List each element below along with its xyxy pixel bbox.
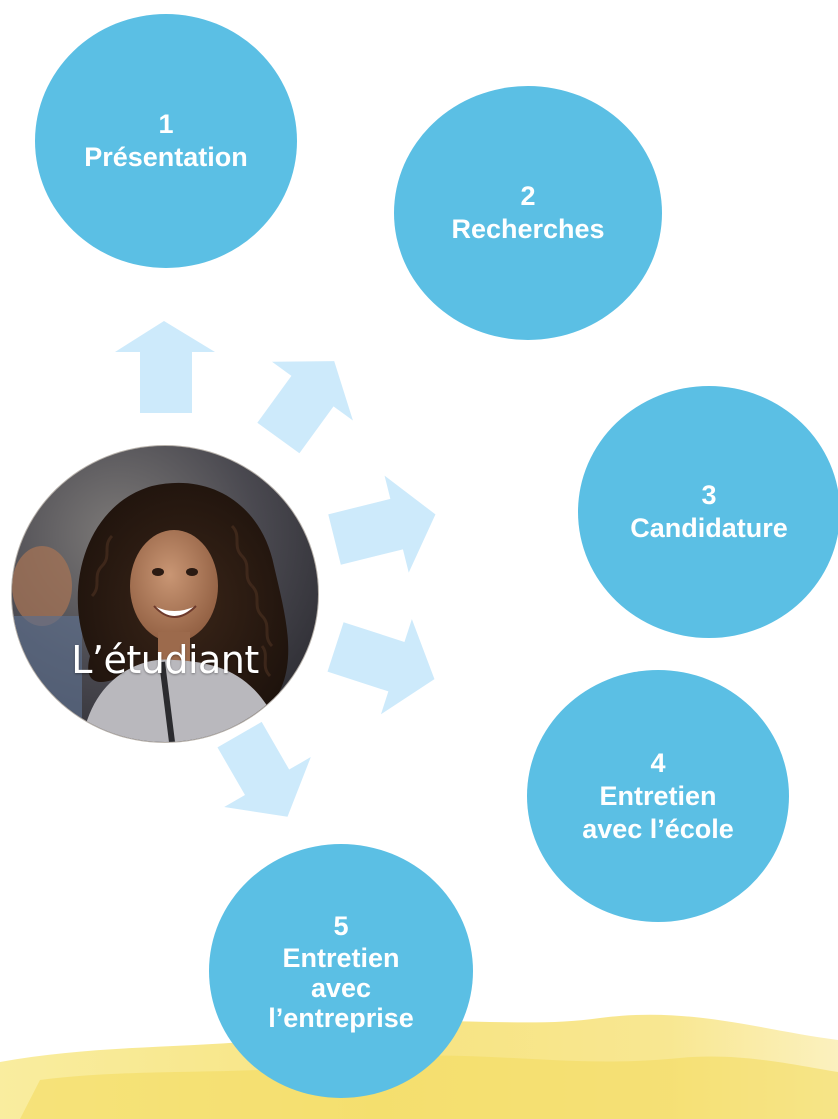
step-2-recherches[interactable]: 2 Recherches	[394, 86, 662, 340]
step-title-line-1: Entretien	[599, 780, 717, 811]
step-title: Recherches	[451, 214, 605, 244]
step-title-line-2: avec l’école	[582, 813, 734, 844]
step-1-presentation[interactable]: 1 Présentation	[35, 14, 297, 268]
step-number: 1	[158, 109, 174, 139]
step-title: Présentation	[84, 142, 248, 172]
step-title-line-1: Entretien	[282, 942, 400, 973]
step-title-line-2: avec	[310, 972, 372, 1003]
step-title-line-3: l’entreprise	[268, 1002, 414, 1033]
step-number: 3	[701, 480, 717, 510]
step-4-entretien-ecole[interactable]: 4 Entretien avec l’école	[527, 670, 789, 922]
student-portrait: L’étudiant	[12, 446, 318, 742]
step-3-candidature[interactable]: 3 Candidature	[578, 386, 838, 638]
center-label: L’étudiant	[71, 638, 259, 682]
step-5-entretien-entreprise[interactable]: 5 Entretien avec l’entreprise	[209, 844, 473, 1098]
step-number: 2	[520, 181, 536, 211]
step-number: 5	[333, 910, 349, 941]
step-number: 4	[650, 747, 666, 778]
step-title: Candidature	[630, 513, 788, 543]
student-photo-image	[12, 446, 318, 742]
